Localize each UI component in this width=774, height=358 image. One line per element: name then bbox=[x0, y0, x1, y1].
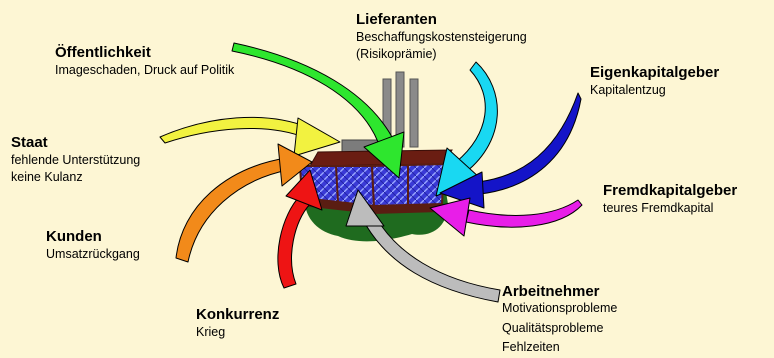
arrow-konkurrenz bbox=[278, 170, 322, 288]
fremdkapitalgeber-effect: teures Fremdkapital bbox=[603, 200, 737, 217]
arbeitnehmer-effect: Fehlzeiten bbox=[502, 338, 617, 358]
eigenkapitalgeber-effect: Kapitalentzug bbox=[590, 82, 719, 99]
label-staat: Staat fehlende Unterstützung keine Kulan… bbox=[11, 134, 140, 186]
arrow-eigenkapitalgeber bbox=[440, 93, 581, 208]
arbeitnehmer-effect: Qualitätsprobleme bbox=[502, 319, 617, 339]
arrow-staat bbox=[160, 117, 340, 156]
staat-effect: keine Kulanz bbox=[11, 169, 140, 186]
factory-chimney bbox=[410, 79, 418, 147]
arrow-lieferanten bbox=[436, 62, 497, 196]
label-arbeitnehmer: Arbeitnehmer Motivationsprobleme Qualitä… bbox=[502, 283, 617, 358]
label-eigenkapitalgeber: Eigenkapitalgeber Kapitalentzug bbox=[590, 64, 719, 99]
arbeitnehmer-effect: Motivationsprobleme bbox=[502, 299, 617, 319]
kunden-effect: Umsatzrückgang bbox=[46, 246, 140, 263]
oeffentlichkeit-effect: Imageschaden, Druck auf Politik bbox=[55, 62, 234, 79]
lieferanten-effect: (Risikoprämie) bbox=[356, 46, 527, 63]
konkurrenz-title: Konkurrenz bbox=[196, 306, 279, 324]
staat-title: Staat bbox=[11, 134, 140, 152]
eigenkapitalgeber-title: Eigenkapitalgeber bbox=[590, 64, 719, 82]
label-lieferanten: Lieferanten Beschaffungskostensteigerung… bbox=[356, 11, 527, 63]
konkurrenz-effect: Krieg bbox=[196, 324, 279, 341]
staat-effect: fehlende Unterstützung bbox=[11, 152, 140, 169]
fremdkapitalgeber-title: Fremdkapitalgeber bbox=[603, 182, 737, 200]
arrow-fremdkapitalgeber bbox=[430, 198, 582, 236]
label-kunden: Kunden Umsatzrückgang bbox=[46, 228, 140, 263]
lieferanten-title: Lieferanten bbox=[356, 11, 527, 29]
kunden-title: Kunden bbox=[46, 228, 140, 246]
label-konkurrenz: Konkurrenz Krieg bbox=[196, 306, 279, 341]
label-oeffentlichkeit: Öffentlichkeit Imageschaden, Druck auf P… bbox=[55, 44, 234, 79]
lieferanten-effect: Beschaffungskostensteigerung bbox=[356, 29, 527, 46]
label-fremdkapitalgeber: Fremdkapitalgeber teures Fremdkapital bbox=[603, 182, 737, 217]
oeffentlichkeit-title: Öffentlichkeit bbox=[55, 44, 234, 62]
